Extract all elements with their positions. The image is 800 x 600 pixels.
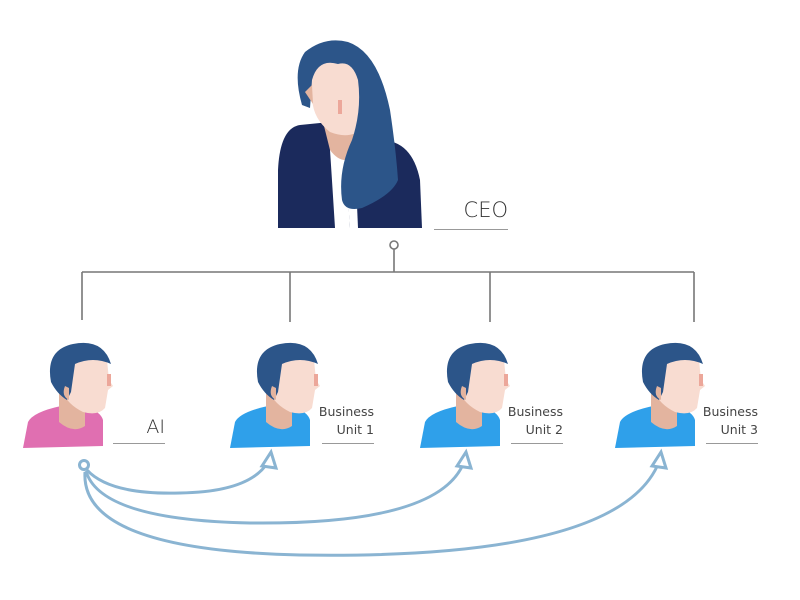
label-line-1: Business: [318, 404, 374, 419]
ceo-label: CEO: [463, 198, 508, 222]
business-unit-1-figure: [230, 342, 320, 448]
ai-arrows: [78, 448, 669, 557]
label-line-2: Unit 3: [720, 422, 758, 437]
business-unit-2-figure: [420, 342, 510, 448]
ai-label: AI: [146, 416, 165, 438]
label-line-1: Business: [702, 404, 758, 419]
label-line-1: Business: [507, 404, 563, 419]
ai-label-underline: [113, 443, 165, 444]
arrow-to-unit-3: [83, 461, 661, 557]
business-unit-2-underline: [511, 443, 563, 444]
ceo-figure: [278, 40, 422, 228]
ai-figure: [23, 342, 113, 448]
ceo-label-underline: [434, 229, 508, 230]
arrow-to-unit-2: [84, 461, 466, 525]
business-unit-2-label: Business Unit 2: [503, 403, 563, 439]
arrowhead-icon: [454, 448, 474, 470]
label-line-2: Unit 2: [525, 422, 563, 437]
arrow-to-unit-1: [85, 461, 270, 495]
arrow-origin-icon: [78, 459, 90, 471]
label-line-2: Unit 1: [336, 422, 374, 437]
org-connector: [81, 240, 695, 322]
business-unit-3-underline: [706, 443, 758, 444]
connector-node-icon: [389, 240, 399, 250]
business-unit-3-label: Business Unit 3: [698, 403, 758, 439]
arrowhead-icon: [259, 448, 279, 470]
business-unit-1-underline: [322, 443, 374, 444]
business-unit-3-figure: [615, 342, 705, 448]
business-unit-1-label: Business Unit 1: [314, 403, 374, 439]
arrowhead-icon: [649, 448, 669, 470]
